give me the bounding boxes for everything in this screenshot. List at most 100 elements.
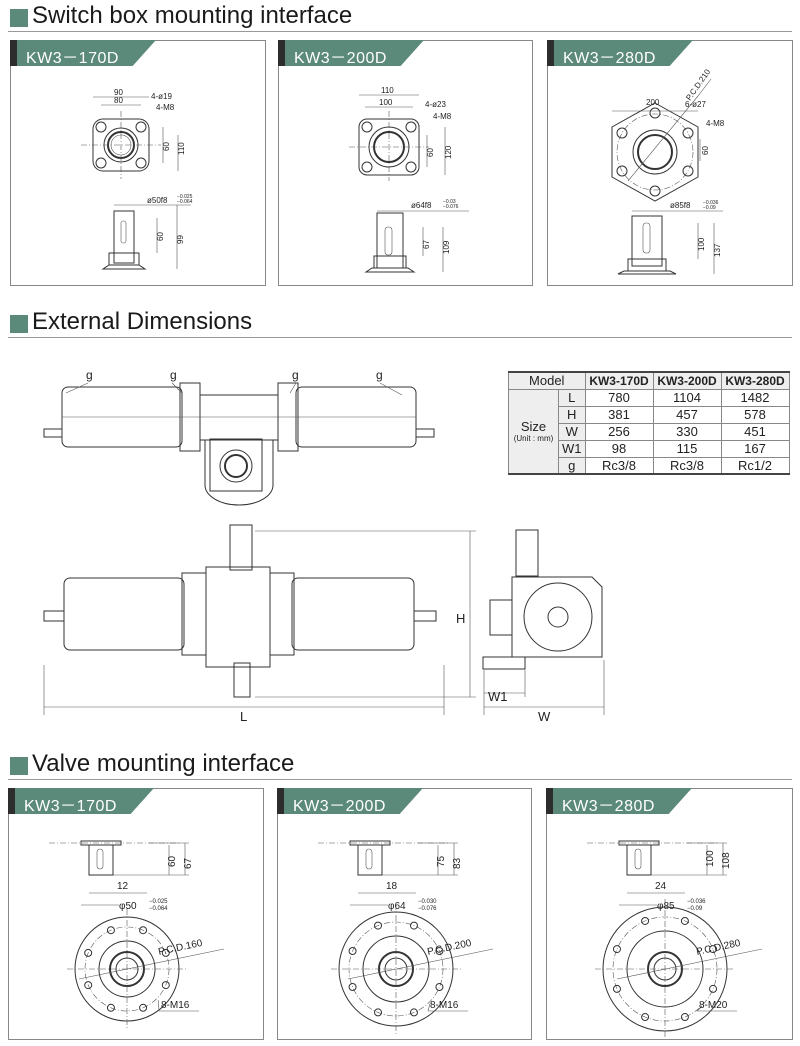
bolt-hole-icon — [139, 926, 148, 935]
section-header-valve: Valve mounting interface — [8, 748, 792, 780]
svg-text:18: 18 — [386, 881, 398, 892]
svg-text:−0.076: −0.076 — [418, 906, 437, 912]
model-tab: KW3－200D — [277, 788, 423, 814]
svg-text:108: 108 — [721, 852, 732, 869]
svg-text:W: W — [538, 709, 551, 724]
svg-text:137: 137 — [713, 243, 722, 257]
svg-text:−0.09: −0.09 — [703, 205, 716, 211]
bolt-hole-icon — [680, 916, 689, 925]
bolt-hole-icon — [348, 982, 357, 991]
model-label: KW3－280D — [562, 798, 655, 815]
bolt-hole-icon — [641, 1013, 650, 1022]
bolt-hole-icon — [374, 1008, 383, 1017]
svg-text:8-M16: 8-M16 — [161, 1000, 190, 1011]
svg-text:−0.036: −0.036 — [703, 200, 719, 206]
model-tab: KW3－170D — [8, 788, 154, 814]
switch-panel-kw3-280d: KW3－280D P.C.D.210 200 6-ø27 4-M8 60 ø85f… — [547, 40, 793, 286]
svg-text:P.C.D.160: P.C.D.160 — [157, 938, 204, 958]
bolt-hole-icon — [84, 981, 93, 990]
svg-text:60: 60 — [426, 148, 435, 157]
column-header: KW3-200D — [652, 371, 722, 390]
dimensions-table: Model KW3-170D KW3-200D KW3-280D Size(Un… — [508, 371, 790, 475]
model-tab: KW3－170D — [10, 40, 156, 66]
svg-text:67: 67 — [422, 240, 431, 249]
svg-text:110: 110 — [177, 142, 186, 155]
svg-text:L: L — [240, 709, 247, 724]
svg-text:110: 110 — [381, 86, 394, 95]
svg-text:4-M8: 4-M8 — [706, 119, 725, 128]
svg-text:P.C.D.210: P.C.D.210 — [684, 67, 712, 102]
svg-text:4-M8: 4-M8 — [433, 112, 452, 121]
unit-label: (Unit : mm) — [513, 434, 554, 444]
svg-text:ø64f8: ø64f8 — [411, 201, 432, 210]
bolt-hole-icon — [409, 1008, 418, 1017]
column-header: KW3-280D — [720, 371, 790, 390]
svg-text:φ50: φ50 — [119, 901, 137, 912]
svg-text:90: 90 — [114, 88, 123, 97]
svg-text:ø85f8: ø85f8 — [670, 201, 691, 210]
model-tab: KW3－280D — [546, 788, 692, 814]
svg-text:P.C.D.280: P.C.D.280 — [695, 938, 742, 958]
bolt-hole-icon — [106, 1003, 115, 1012]
bolt-hole-icon — [709, 984, 718, 993]
svg-text:80: 80 — [114, 96, 123, 105]
svg-text:g: g — [170, 368, 177, 382]
section-header-switch-box: Switch box mounting interface — [8, 0, 792, 32]
svg-text:−0.064: −0.064 — [177, 199, 193, 205]
svg-text:67: 67 — [183, 857, 194, 869]
actuator-side-view: W1 W — [482, 529, 605, 724]
svg-text:g: g — [292, 368, 299, 382]
svg-text:8-M20: 8-M20 — [699, 1000, 728, 1011]
section-title: Switch box mounting interface — [32, 2, 353, 29]
bolt-hole-icon — [106, 926, 115, 935]
valve-drawing: 60 67 12 φ50 −0.025−0.064 P.C.D.160 8-M1… — [49, 840, 225, 1029]
bolt-hole-icon — [161, 948, 170, 957]
section-marker-icon — [10, 757, 28, 775]
svg-text:83: 83 — [452, 857, 463, 869]
svg-text:75: 75 — [436, 855, 447, 867]
svg-text:120: 120 — [444, 145, 453, 159]
bolt-hole-icon — [612, 945, 621, 954]
svg-text:60: 60 — [701, 146, 710, 155]
svg-text:200: 200 — [646, 98, 660, 107]
svg-text:100: 100 — [697, 237, 706, 251]
section-title: External Dimensions — [32, 308, 253, 335]
valve-panel: KW3－280D 100 108 24 φ85 −0.036−0.09 P.C.… — [546, 788, 793, 1040]
bolt-hole-icon — [641, 916, 650, 925]
valve-panel: KW3－170D 60 67 12 φ50 −0.025−0.064 P.C.D… — [8, 788, 264, 1040]
svg-text:−0.09: −0.09 — [687, 906, 703, 912]
bolt-hole-icon — [612, 984, 621, 993]
model-tab: KW3－280D — [547, 40, 693, 66]
size-label: Size — [520, 419, 547, 435]
svg-text:12: 12 — [117, 881, 129, 892]
svg-text:6-ø27: 6-ø27 — [685, 100, 706, 109]
svg-text:4-ø23: 4-ø23 — [425, 100, 446, 109]
section-marker-icon — [10, 315, 28, 333]
section-title: Valve mounting interface — [32, 750, 295, 777]
svg-text:60: 60 — [162, 142, 171, 151]
svg-text:−0.025: −0.025 — [177, 194, 193, 200]
svg-text:−0.03: −0.03 — [443, 199, 456, 205]
svg-text:−0.036: −0.036 — [687, 899, 706, 905]
switch-drawing: P.C.D.210 200 6-ø27 4-M8 60 ø85f8 −0.036−… — [611, 67, 725, 275]
bolt-hole-icon — [409, 921, 418, 930]
bolt-hole-icon — [84, 948, 93, 957]
svg-text:−0.025: −0.025 — [149, 899, 168, 905]
svg-text:100: 100 — [705, 850, 716, 867]
svg-text:−0.076: −0.076 — [443, 204, 459, 210]
svg-text:60: 60 — [156, 232, 165, 241]
model-header: Model — [508, 371, 586, 390]
svg-text:g: g — [86, 368, 93, 382]
bolt-hole-icon — [680, 1013, 689, 1022]
actuator-front-view: L H — [43, 524, 476, 724]
bolt-hole-icon — [435, 947, 444, 956]
valve-panel: KW3－200D 75 83 18 φ64 −0.030−0.076 P.C.D… — [277, 788, 532, 1040]
svg-text:4-M8: 4-M8 — [156, 103, 175, 112]
svg-text:−0.030: −0.030 — [418, 899, 437, 905]
